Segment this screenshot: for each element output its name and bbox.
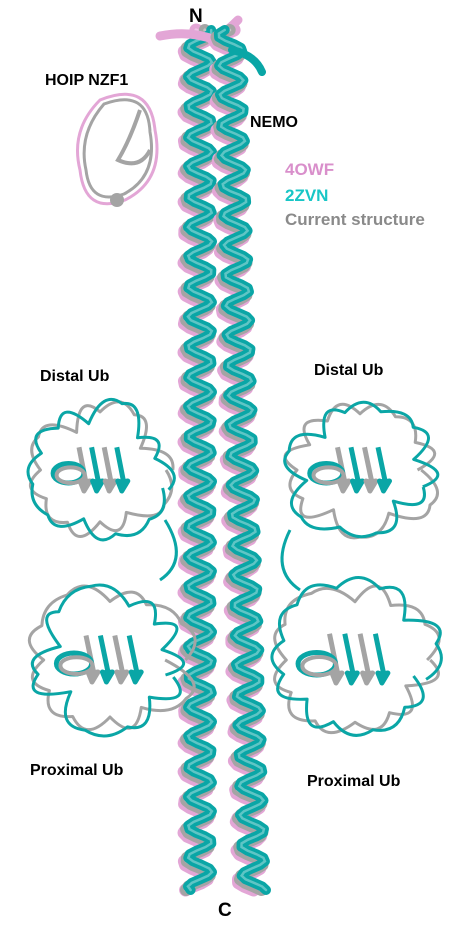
proximal-ub-left-strand bbox=[129, 636, 141, 683]
distal-ub-right-strand bbox=[378, 447, 390, 491]
distal-ub-right-strand bbox=[351, 447, 363, 491]
legend-item-2zvn: 2ZVN bbox=[285, 186, 328, 206]
proximal-ub-left-strand bbox=[115, 636, 127, 683]
nzf1-loop-current bbox=[84, 100, 151, 197]
proximal-ub-left-strand bbox=[100, 636, 112, 683]
distal-ub-left-label: Distal Ub bbox=[40, 368, 109, 386]
distal-ub-right-strand bbox=[365, 447, 377, 491]
proximal-ub-left-domain bbox=[29, 585, 195, 736]
linker bbox=[282, 530, 300, 590]
n-terminus-label: N bbox=[189, 6, 203, 28]
proximal-ub-right-coil bbox=[302, 657, 336, 675]
linker bbox=[160, 520, 176, 580]
nzf1-strand bbox=[118, 110, 150, 163]
distal-ub-left-strand bbox=[104, 447, 115, 491]
legend-item-4owf: 4OWF bbox=[285, 160, 334, 180]
proximal-ub-left-label: Proximal Ub bbox=[30, 762, 123, 780]
distal-ub-left-loop bbox=[28, 399, 174, 540]
proximal-ub-right-strand bbox=[360, 634, 373, 683]
nemo-helix-right bbox=[214, 30, 266, 890]
distal-ub-left-strand bbox=[92, 447, 103, 491]
proximal-ub-left-loop bbox=[29, 586, 195, 730]
proximal-ub-right-domain bbox=[272, 578, 441, 736]
distal-ub-right-label: Distal Ub bbox=[314, 362, 383, 380]
c-terminus-label: C bbox=[218, 900, 232, 922]
distal-ub-left-domain bbox=[28, 399, 176, 580]
proximal-ub-right-strand bbox=[345, 634, 358, 683]
proximal-ub-right-label: Proximal Ub bbox=[307, 773, 400, 791]
distal-ub-right-domain bbox=[282, 402, 438, 590]
distal-ub-left-strand bbox=[117, 447, 128, 491]
nemo-label: NEMO bbox=[250, 114, 298, 132]
hoip-nzf1-label: HOIP NZF1 bbox=[45, 72, 128, 90]
legend-item-current-structure: Current structure bbox=[285, 210, 425, 230]
zinc-ion-sphere bbox=[110, 193, 124, 207]
hoip-nzf1-domain bbox=[78, 94, 158, 207]
proximal-ub-right-strand bbox=[375, 634, 388, 683]
